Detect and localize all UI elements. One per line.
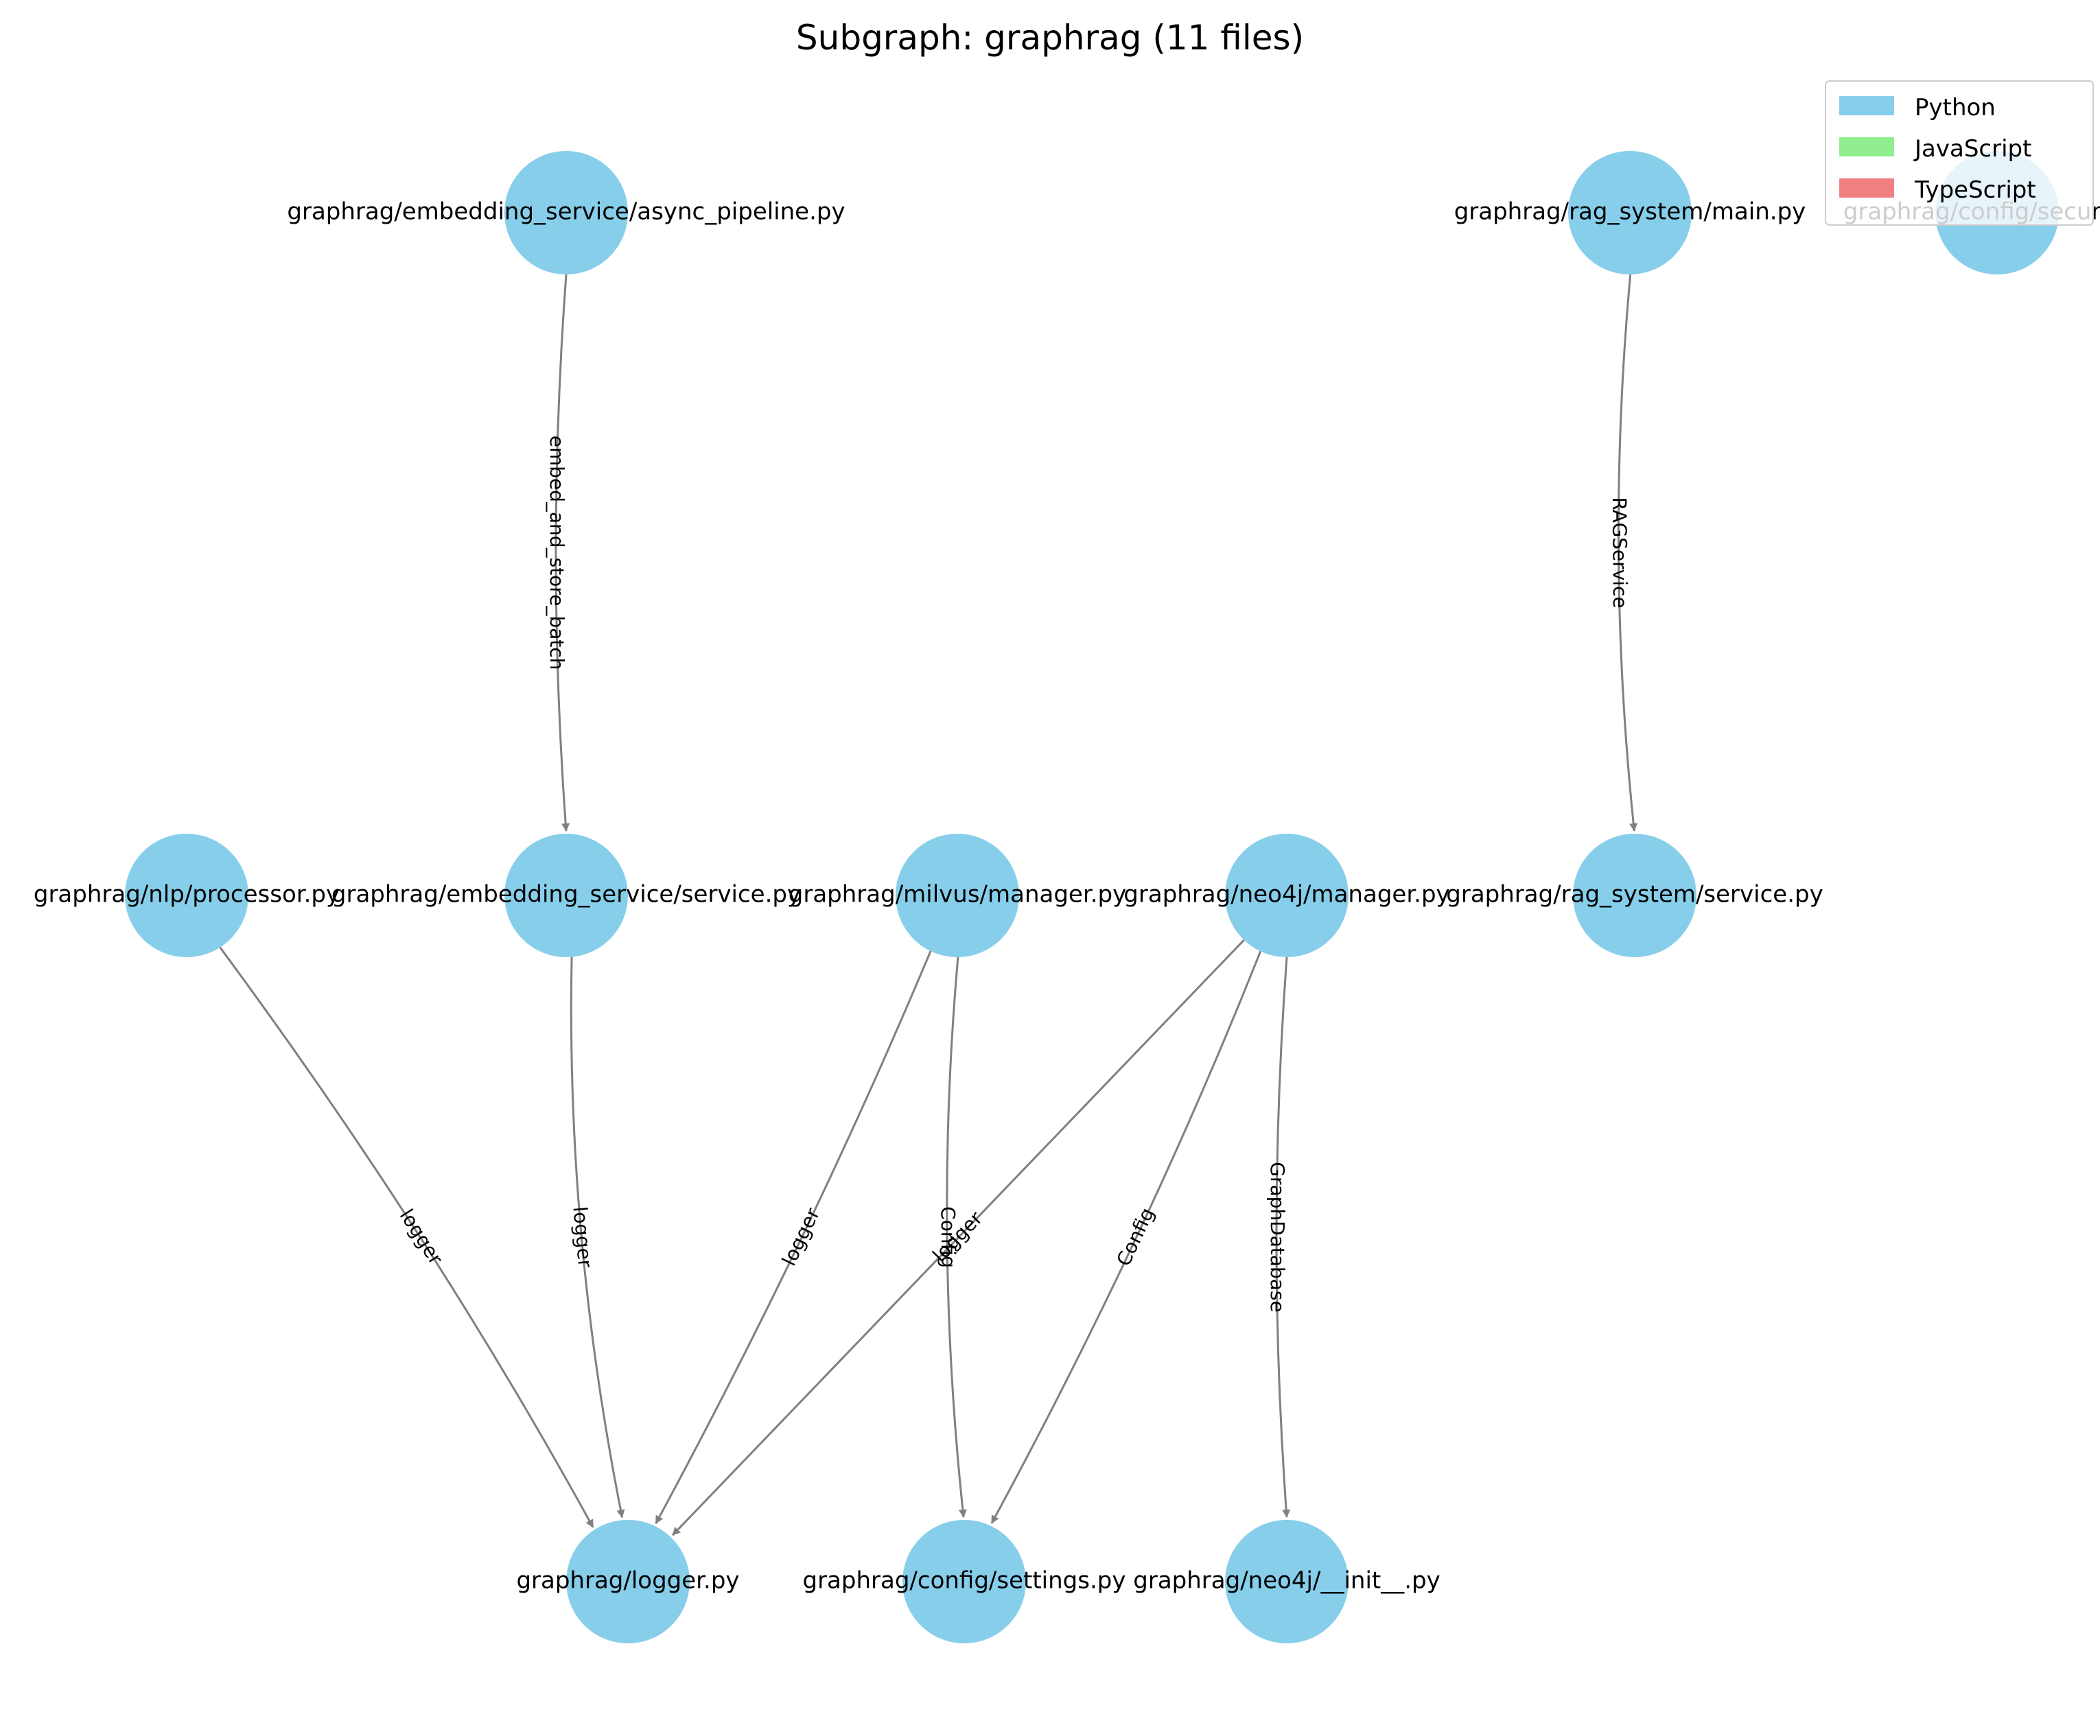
- edge-emb_service-to-logger: [570, 957, 625, 1518]
- edge-label: Config: [937, 1206, 960, 1268]
- edge-label: GraphDatabase: [1266, 1162, 1289, 1313]
- node-label-async_pipeline: graphrag/embedding_service/async_pipelin…: [287, 198, 845, 226]
- node-logger[interactable]: [566, 1520, 690, 1643]
- node-label-milvus: graphrag/milvus/manager.py: [789, 881, 1126, 908]
- diagram-title: Subgraph: graphrag (11 files): [796, 18, 1304, 58]
- node-label-rag_service: graphrag/rag_system/service.py: [1446, 881, 1823, 908]
- node-settings[interactable]: [902, 1520, 1026, 1643]
- node-label-neo4j: graphrag/neo4j/manager.py: [1123, 881, 1449, 908]
- edges-layer: [219, 274, 1638, 1536]
- node-label-nlp: graphrag/nlp/processor.py: [34, 881, 340, 908]
- edge-neo4j-to-logger: [672, 939, 1245, 1536]
- edge-async_pipeline-to-emb_service: [555, 274, 570, 832]
- edge-neo4j-to-neo4j_init: [1275, 957, 1291, 1518]
- legend-swatch-typescript: [1839, 178, 1894, 198]
- edge-milvus-to-logger: [655, 950, 932, 1525]
- node-label-emb_service: graphrag/embedding_service/service.py: [331, 881, 801, 908]
- node-neo4j_init[interactable]: [1225, 1520, 1349, 1643]
- edge-milvus-to-settings: [946, 957, 967, 1518]
- legend-label-typescript: TypeScript: [1914, 176, 2036, 204]
- edge-label: logger: [568, 1206, 596, 1269]
- edge-label: embed_and_store_batch: [546, 436, 568, 670]
- node-label-rag_main: graphrag/rag_system/main.py: [1454, 198, 1806, 226]
- node-milvus[interactable]: [896, 834, 1019, 957]
- node-async_pipeline[interactable]: [504, 151, 628, 274]
- edge-label: Config: [1112, 1204, 1158, 1269]
- edge-label: logger: [778, 1204, 825, 1269]
- node-label-neo4j_init: graphrag/neo4j/__init__.py: [1133, 1567, 1440, 1595]
- node-rag_main[interactable]: [1568, 151, 1692, 274]
- node-label-settings: graphrag/config/settings.py: [803, 1567, 1126, 1595]
- labels-layer: graphrag/embedding_service/async_pipelin…: [34, 198, 2100, 1595]
- node-neo4j[interactable]: [1225, 834, 1349, 957]
- edge-rag_main-to-rag_service: [1617, 274, 1638, 832]
- legend: Python JavaScript TypeScript: [1825, 80, 2094, 226]
- edge-neo4j-to-settings: [990, 950, 1262, 1524]
- edge-nlp-to-logger: [219, 946, 594, 1528]
- node-rag_service[interactable]: [1573, 834, 1696, 957]
- legend-label-python: Python: [1915, 94, 1996, 121]
- node-emb_service[interactable]: [504, 834, 628, 957]
- legend-swatch-javascript: [1839, 137, 1894, 156]
- node-label-logger: graphrag/logger.py: [516, 1567, 739, 1595]
- legend-label-javascript: JavaScript: [1913, 135, 2031, 163]
- edge-label: RAGService: [1608, 497, 1631, 608]
- legend-swatch-python: [1839, 96, 1894, 115]
- node-nlp[interactable]: [125, 834, 248, 957]
- edge-label: logger: [395, 1205, 447, 1269]
